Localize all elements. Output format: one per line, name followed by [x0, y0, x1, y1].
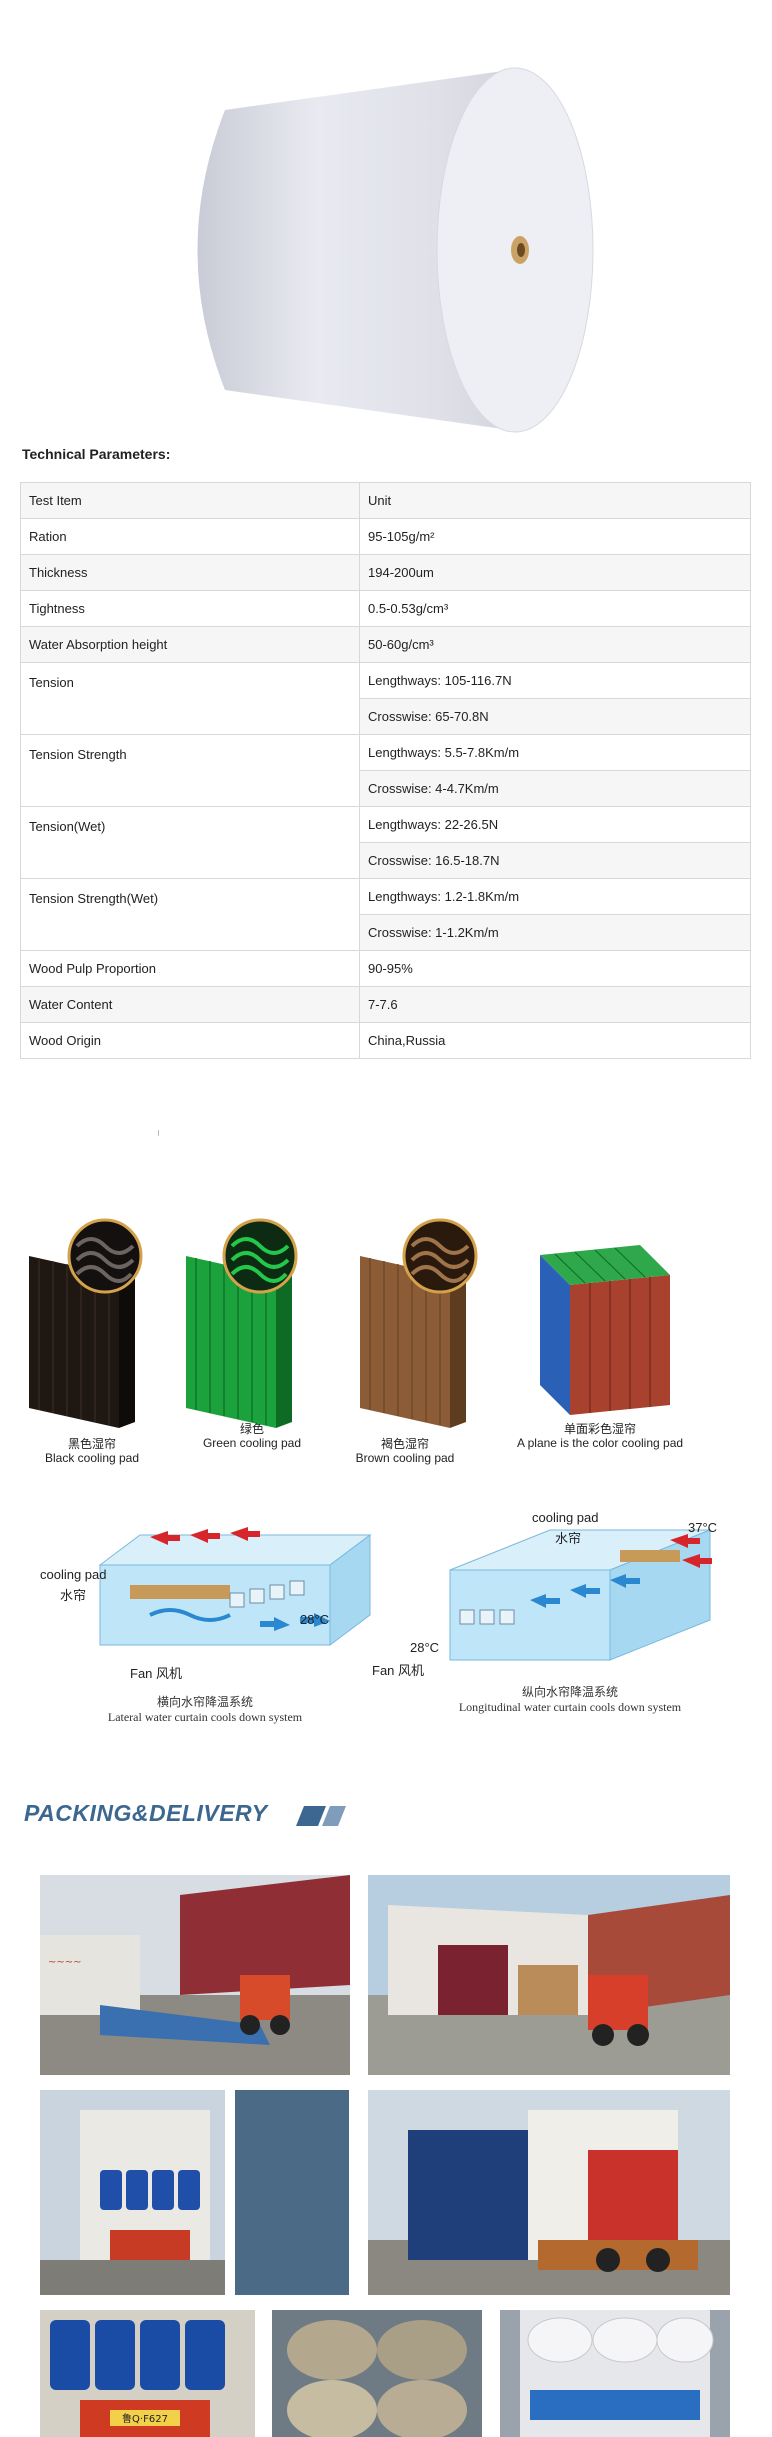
truck-plate-text: 鲁Q·F627 [122, 2412, 168, 2425]
pad-caption-cn: 单面彩色湿帘 [563, 1422, 636, 1436]
table-cell-item: Thickness [20, 554, 360, 591]
truck-loading-photo [368, 2090, 730, 2295]
table-row: Tightness 0.5-0.53g/cm³ [20, 590, 751, 627]
table-cell-value: Lengthways: 5.5-7.8Km/m [359, 734, 751, 771]
placeholder-blue-panel [235, 2090, 349, 2295]
diagram-caption-en: Lateral water curtain cools down system [107, 1710, 303, 1724]
table-cell-value: 90-95% [359, 950, 751, 987]
table-cell-value: 7-7.6 [359, 986, 751, 1023]
longitudinal-pad-label-cn: 水帘 [555, 1531, 582, 1546]
table-row: Test Item Unit [20, 482, 751, 519]
table-row: Water Content 7-7.6 [20, 986, 751, 1023]
table-row: Crosswise: 1-1.2Km/m [21, 914, 751, 951]
diagram-caption-en: Longitudinal water curtain cools down sy… [458, 1700, 682, 1714]
lateral-temp-label: 28°C [300, 1612, 330, 1627]
table-cell-item: Water Absorption height [20, 626, 360, 663]
pad-caption-en: A plane is the color cooling pad [516, 1436, 684, 1450]
table-cell-value: 194-200um [359, 554, 751, 591]
table-cell-value: Unit [359, 482, 751, 519]
black-cooling-pad-image [29, 1218, 143, 1428]
black-pad-caption: 黑色湿帘 Black cooling pad [22, 1437, 162, 1465]
paper-rolls-loaded-photo [272, 2310, 482, 2437]
lateral-pad-label-cn: 水帘 [60, 1588, 87, 1603]
table-row: Ration 95-105g/m² [20, 518, 751, 555]
loading-ramp-photo: ~~~~ [40, 1875, 350, 2075]
table-row: Wood Origin China,Russia [20, 1022, 751, 1059]
table-cell-value: 95-105g/m² [359, 518, 751, 555]
divider-mark [158, 1130, 159, 1136]
table-cell-item: Tension(Wet) [20, 806, 360, 879]
green-cooling-pad-image [186, 1218, 298, 1428]
table-row: Crosswise: 65-70.8N [21, 698, 751, 735]
svg-text:~~~~: ~~~~ [48, 1957, 82, 1968]
table-cell-value: Crosswise: 65-70.8N [359, 698, 751, 735]
table-cell-value: Lengthways: 22-26.5N [359, 806, 751, 843]
pad-caption-cn: 绿色 [239, 1422, 264, 1436]
table-row: Tension Strength(Wet) Lengthways: 1.2-1.… [20, 878, 751, 951]
packing-delivery-heading: PACKING&DELIVERY [24, 1800, 268, 1826]
green-pad-caption: 绿色 Green cooling pad [182, 1422, 322, 1450]
technical-parameters-table: Test Item Unit Ration 95-105g/m² Thickne… [20, 482, 751, 1059]
longitudinal-system-diagram [449, 1529, 712, 1661]
brown-pad-caption: 褐色湿帘 Brown cooling pad [330, 1437, 480, 1465]
table-cell-item: Tension [20, 662, 360, 735]
table-cell-item: Wood Origin [20, 1022, 360, 1059]
color-cooling-pad-image [540, 1245, 670, 1415]
table-cell-value: Lengthways: 1.2-1.8Km/m [359, 878, 751, 915]
table-cell-item: Water Content [20, 986, 360, 1023]
table-row: Wood Pulp Proportion 90-95% [20, 950, 751, 987]
longitudinal-pad-label-en: cooling pad [532, 1510, 599, 1525]
table-row: Tension(Wet) Lengthways: 22-26.5N [20, 806, 751, 879]
table-row: Tension Lengthways: 105-116.7N [20, 662, 751, 735]
table-cell-item: Test Item [20, 482, 360, 519]
color-pad-caption: 单面彩色湿帘 A plane is the color cooling pad [500, 1422, 700, 1450]
diagram-caption-cn: 纵向水帘降温系统 [521, 1685, 618, 1699]
container-blue-drums-photo [40, 2090, 225, 2295]
table-cell-item: Tension Strength [20, 734, 360, 807]
table-row: Tension Strength Lengthways: 5.5-7.8Km/m [20, 734, 751, 807]
heading-stripe-icon [296, 1806, 346, 1826]
lateral-pad-label-en: cooling pad [40, 1567, 107, 1582]
longitudinal-temp-hot: 37°C [688, 1520, 718, 1535]
longitudinal-caption: 纵向水帘降温系统 Longitudinal water curtain cool… [420, 1685, 720, 1715]
forklift-warehouse-photo [368, 1875, 730, 2075]
brown-cooling-pad-image [360, 1218, 478, 1428]
white-rolls-container-photo [500, 2310, 730, 2437]
pad-caption-cn: 褐色湿帘 [380, 1437, 429, 1451]
table-cell-value: Crosswise: 4-4.7Km/m [359, 770, 751, 807]
table-cell-value: China,Russia [359, 1022, 751, 1059]
table-cell-item: Ration [20, 518, 360, 555]
diagram-caption-cn: 横向水帘降温系统 [156, 1695, 253, 1709]
fan-label-en: Fan [130, 1666, 153, 1681]
table-row: Crosswise: 16.5-18.7N [21, 842, 751, 879]
fan-label-cn: 风机 [156, 1666, 183, 1681]
table-cell-item: Tension Strength(Wet) [20, 878, 360, 951]
table-cell-value: Crosswise: 16.5-18.7N [359, 842, 751, 879]
table-cell-value: Lengthways: 105-116.7N [359, 662, 751, 699]
longitudinal-fan-label: Fan 风机 [372, 1660, 424, 1679]
lateral-fan-label: Fan 风机 [130, 1663, 182, 1682]
table-cell-item: Tightness [20, 590, 360, 627]
technical-parameters-heading: Technical Parameters: [22, 446, 171, 462]
paper-roll-image [197, 67, 594, 433]
table-row: Thickness 194-200um [20, 554, 751, 591]
longitudinal-temp-cool: 28°C [410, 1640, 440, 1655]
lateral-caption: 横向水帘降温系统 Lateral water curtain cools dow… [60, 1695, 350, 1725]
table-row: Water Absorption height 50-60g/cm³ [20, 626, 751, 663]
table-cell-value: 50-60g/cm³ [359, 626, 751, 663]
fan-label-en: Fan [372, 1663, 395, 1678]
table-cell-value: Crosswise: 1-1.2Km/m [359, 914, 751, 951]
pad-caption-en: Black cooling pad [44, 1451, 140, 1465]
pad-caption-en: Green cooling pad [202, 1436, 302, 1450]
table-cell-item: Wood Pulp Proportion [20, 950, 360, 987]
pad-caption-en: Brown cooling pad [355, 1451, 455, 1465]
lateral-system-diagram [98, 1527, 372, 1646]
pad-caption-cn: 黑色湿帘 [67, 1437, 116, 1451]
table-cell-value: 0.5-0.53g/cm³ [359, 590, 751, 627]
container-drums-closeup-photo: 鲁Q·F627 [40, 2310, 255, 2437]
fan-label-cn: 风机 [398, 1663, 425, 1678]
